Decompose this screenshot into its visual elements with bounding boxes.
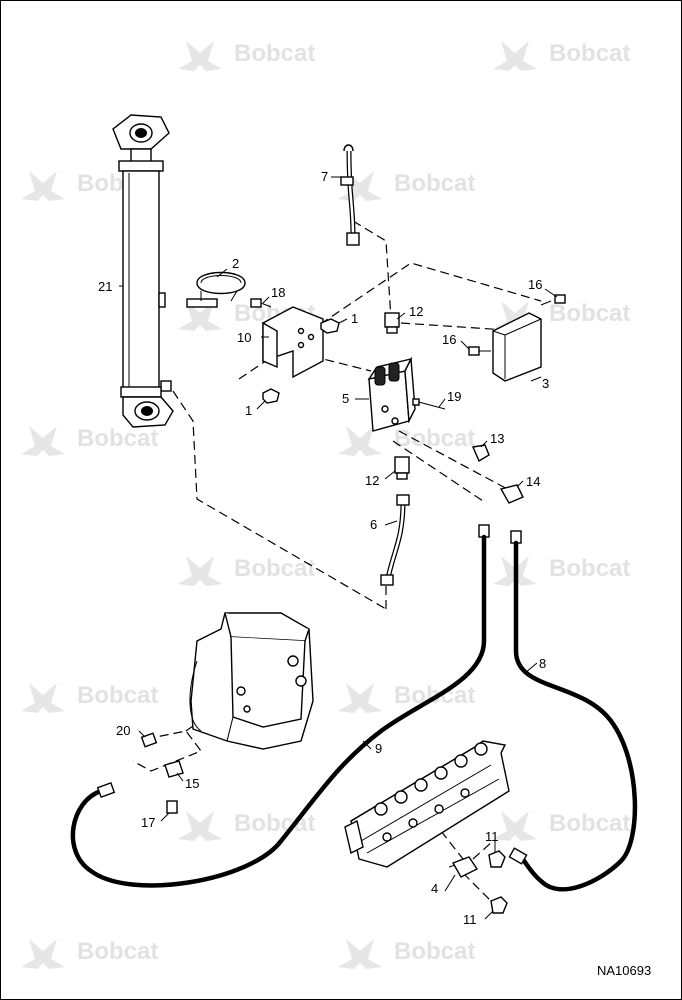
watermark: Bobcat <box>493 40 630 71</box>
svg-text:Bobcat: Bobcat <box>394 938 475 965</box>
hydraulic-cylinder <box>112 114 174 428</box>
svg-text:Bobcat: Bobcat <box>77 682 158 709</box>
engine-pump-block <box>189 612 314 750</box>
svg-text:Bobcat: Bobcat <box>549 810 630 837</box>
nut-1-upper <box>320 318 340 334</box>
callout-1-upper: 1 <box>351 311 358 326</box>
watermark: Bobcat <box>338 938 475 969</box>
fitting-17 <box>166 800 178 814</box>
tube-line-6 <box>380 494 410 586</box>
cap-11-lower <box>490 896 508 914</box>
hose-clamp <box>186 271 246 308</box>
fitting-4 <box>448 856 479 878</box>
watermark: Bobcat <box>338 425 475 456</box>
watermark: Bobcat <box>21 938 158 969</box>
callout-9: 9 <box>375 741 382 756</box>
callout-21: 21 <box>98 279 112 294</box>
hose-9 <box>70 524 490 888</box>
callout-20: 20 <box>116 723 130 738</box>
hose-8 <box>508 530 638 892</box>
elbow-fitting-13 <box>472 444 490 463</box>
callout-11-upper: 11 <box>485 829 499 844</box>
svg-text:Bobcat: Bobcat <box>549 40 630 67</box>
callout-3: 3 <box>542 376 549 391</box>
callout-12-lower: 12 <box>365 473 379 488</box>
callout-2: 2 <box>232 256 239 271</box>
svg-text:Bobcat: Bobcat <box>77 938 158 965</box>
callout-12-upper: 12 <box>409 304 423 319</box>
control-valve-manifold <box>344 740 510 868</box>
svg-text:Bobcat: Bobcat <box>234 555 315 582</box>
cap-11-upper <box>488 850 506 868</box>
cover-plate <box>492 312 542 382</box>
svg-text:Bobcat: Bobcat <box>394 170 475 197</box>
callout-labels: 21 2 18 1 10 1 7 12 16 16 3 5 19 13 12 1… <box>98 169 549 927</box>
watermark: Bobcat <box>493 810 630 841</box>
bolt-18 <box>250 298 272 308</box>
fitting-12-lower <box>394 456 410 480</box>
bolt-16-upper <box>540 294 566 306</box>
svg-text:Bobcat: Bobcat <box>549 300 630 327</box>
elbow-fitting-14 <box>499 484 524 504</box>
callout-15: 15 <box>185 776 199 791</box>
watermark: Bobcat <box>178 40 315 71</box>
drawing-reference-code: NA10693 <box>597 963 651 978</box>
callout-16-upper: 16 <box>528 277 542 292</box>
callout-7: 7 <box>321 169 328 184</box>
nut-1-lower <box>262 388 280 404</box>
watermark: Bobcat <box>338 170 475 201</box>
svg-text:Bobcat: Bobcat <box>77 425 158 452</box>
watermark: Bobcat <box>21 425 158 456</box>
callout-4: 4 <box>431 881 438 896</box>
callout-17: 17 <box>141 815 155 830</box>
callout-16-lower: 16 <box>442 332 456 347</box>
bolt-16-lower <box>468 346 491 356</box>
callout-1-lower: 1 <box>245 403 252 418</box>
callout-11-lower: 11 <box>463 912 477 927</box>
callout-18: 18 <box>271 285 285 300</box>
svg-text:Bobcat: Bobcat <box>234 40 315 67</box>
callout-6: 6 <box>370 517 377 532</box>
valve-block <box>367 356 446 432</box>
watermark: Bobcat <box>493 555 630 586</box>
callout-13: 13 <box>490 431 504 446</box>
callout-5: 5 <box>342 391 349 406</box>
watermark: Bobcat <box>178 555 315 586</box>
callout-10: 10 <box>237 330 251 345</box>
callout-19: 19 <box>447 389 461 404</box>
callout-14: 14 <box>526 474 540 489</box>
fitting-15 <box>164 760 184 778</box>
svg-text:Bobcat: Bobcat <box>549 555 630 582</box>
callout-8: 8 <box>539 656 546 671</box>
watermark: Bobcat <box>21 682 158 713</box>
svg-text:Bobcat: Bobcat <box>394 425 475 452</box>
mounting-bracket <box>262 306 324 379</box>
leader-lines <box>119 176 558 920</box>
tube-line-7 <box>340 144 360 246</box>
fitting-12-upper <box>384 312 400 334</box>
